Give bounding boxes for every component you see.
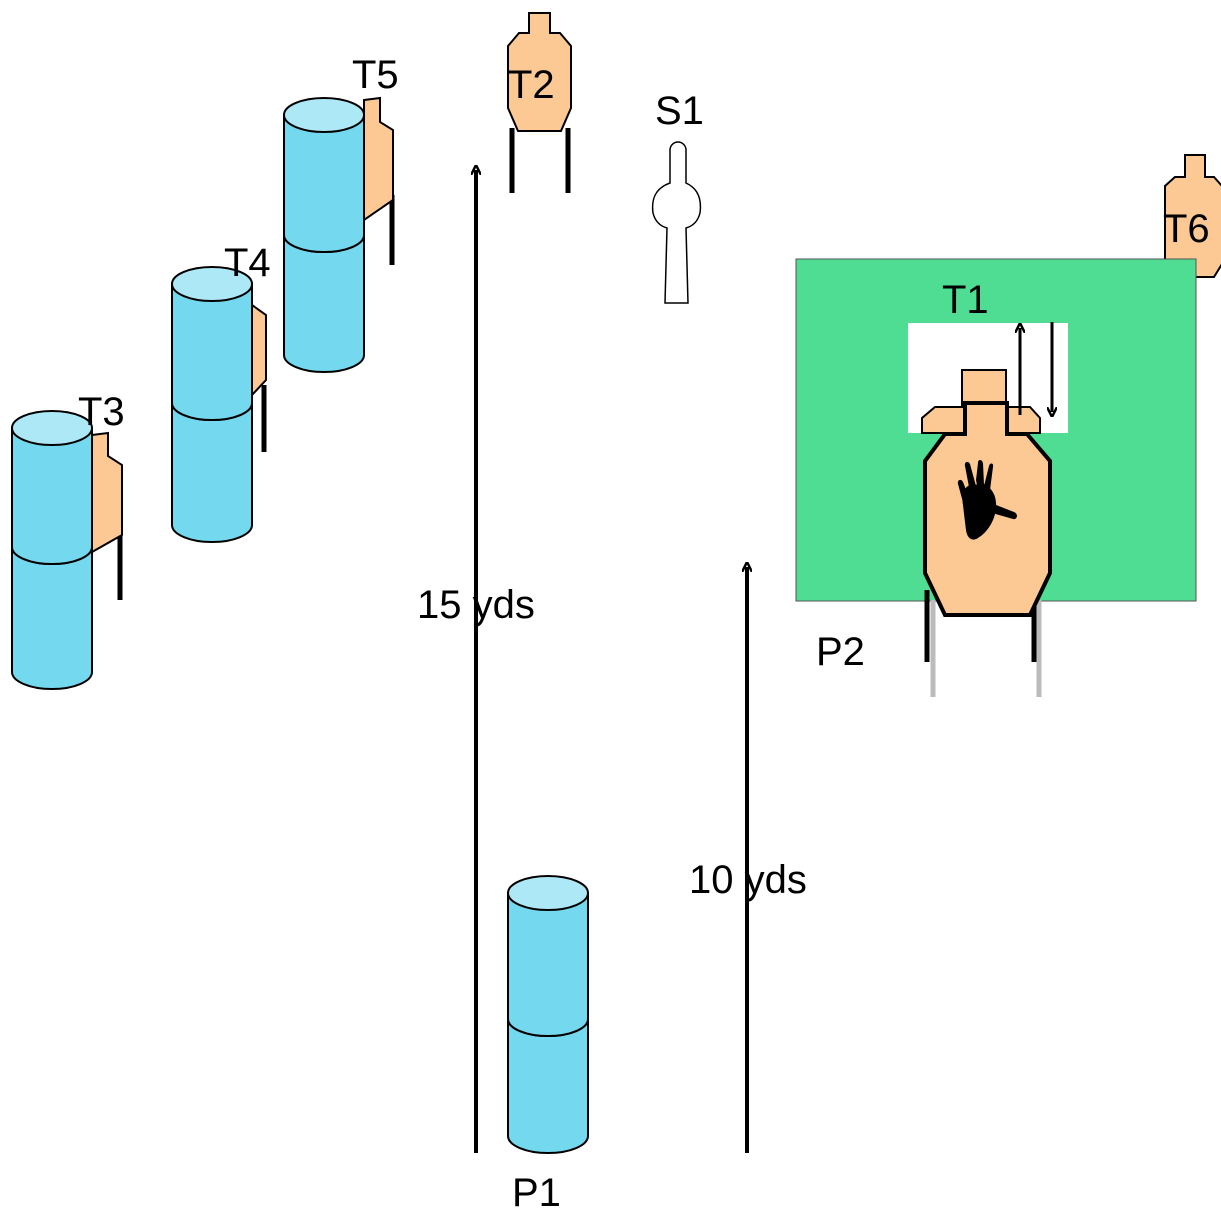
barrel-stack-t4 (171, 266, 253, 543)
label-s1: S1 (655, 89, 704, 133)
label-p1: P1 (512, 1171, 561, 1209)
target-t2 (507, 12, 572, 193)
hand-icon (957, 460, 1017, 540)
label-p2: P2 (816, 630, 865, 674)
target-t5 (363, 96, 395, 265)
barrel-stack-t3 (11, 410, 93, 690)
label-10-yds: 10 yds (689, 858, 807, 902)
label-t6: T6 (1163, 207, 1210, 251)
no-shoot-target (923, 401, 1052, 697)
label-t3: T3 (78, 390, 125, 434)
barrel-stack-p1 (507, 875, 589, 1154)
target-t6 (1164, 154, 1221, 278)
target-t4 (251, 282, 267, 452)
label-t2: T2 (508, 63, 555, 107)
barrel-stack-t5 (283, 97, 365, 373)
label-15-yds: 15 yds (417, 583, 535, 627)
start-position-s1 (651, 141, 702, 304)
label-t1: T1 (942, 278, 989, 322)
target-t3 (91, 431, 123, 600)
label-t4: T4 (224, 241, 271, 285)
label-t5: T5 (352, 53, 399, 97)
